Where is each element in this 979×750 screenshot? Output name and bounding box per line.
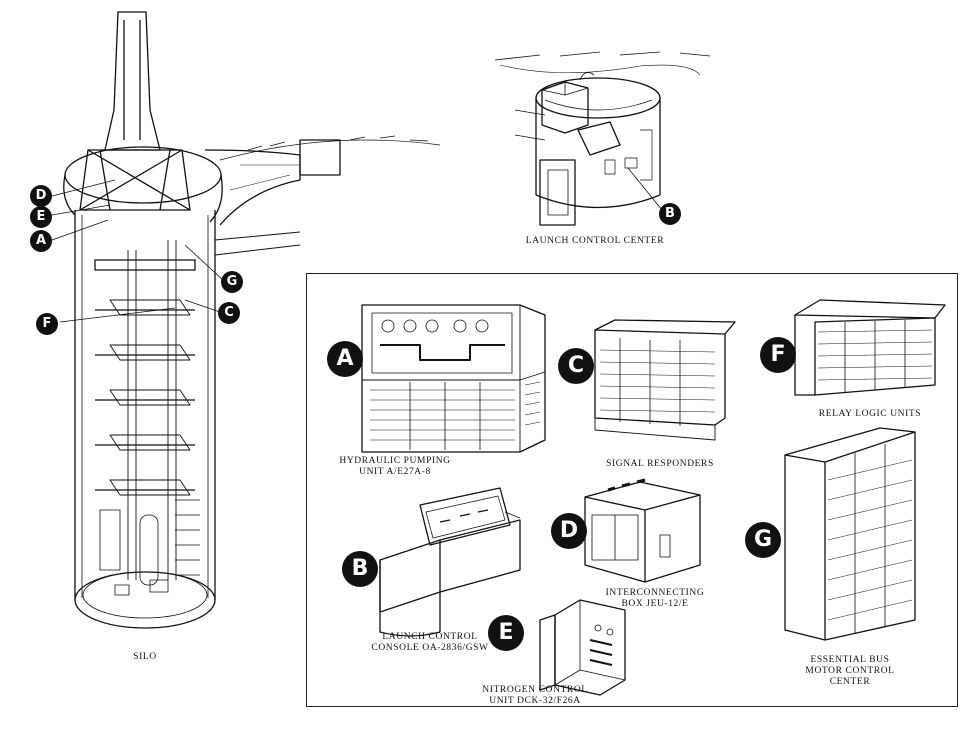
relay-logic-units-drawing [794, 299, 946, 396]
component-d-label-line1: INTERCONNECTING [605, 588, 705, 598]
signal-responders-drawing [594, 319, 736, 441]
component-b-label: LAUNCH CONTROL CONSOLE OA-2836/GSW [355, 632, 505, 654]
callout-d: D [30, 185, 52, 207]
component-b-badge: B [342, 551, 378, 587]
essential-bus-mcc-drawing [784, 427, 916, 641]
silo-drawing [51, 11, 441, 629]
silo-title: SILO [133, 652, 157, 662]
component-e-badge: E [488, 615, 524, 651]
component-d-badge: D [551, 513, 587, 549]
component-e-label: NITROGEN CONTROL UNIT DCK-32/F26A [470, 685, 600, 707]
component-a-label: HYDRAULIC PUMPING UNIT A/E27A-8 [325, 456, 465, 478]
component-a-label-line1: HYDRAULIC PUMPING [339, 456, 451, 466]
callout-f: F [36, 313, 58, 335]
callout-a: A [30, 230, 52, 252]
component-c-label-line1: SIGNAL RESPONDERS [606, 459, 714, 469]
component-c-label: SIGNAL RESPONDERS [590, 459, 730, 470]
component-d-label: INTERCONNECTING BOX JEU-12/E [585, 588, 725, 610]
component-e-label-line1: NITROGEN CONTROL [482, 685, 588, 695]
callout-g: G [221, 271, 243, 293]
component-g-label-line2: MOTOR CONTROL [805, 666, 895, 676]
component-f-badge: F [760, 337, 796, 373]
component-d-label-line2: BOX JEU-12/E [621, 599, 689, 609]
component-g-label-line1: ESSENTIAL BUS [810, 655, 890, 665]
component-b-label-line2: CONSOLE OA-2836/GSW [371, 643, 489, 653]
component-c-badge: C [558, 348, 594, 384]
lcc-title: LAUNCH CONTROL CENTER [525, 236, 665, 246]
components-panel [306, 273, 958, 707]
lcc-drawing [494, 51, 711, 226]
component-a-badge: A [327, 341, 363, 377]
component-a-label-line2: UNIT A/E27A-8 [359, 467, 431, 477]
nitrogen-control-unit-drawing [539, 599, 626, 696]
callout-e: E [30, 206, 52, 228]
lcc-callout-b: B [659, 203, 681, 225]
hydraulic-pumping-unit-drawing [361, 304, 546, 453]
interconnecting-box-drawing [584, 478, 701, 583]
callout-c: C [218, 302, 240, 324]
component-e-label-line2: UNIT DCK-32/F26A [489, 696, 581, 706]
launch-control-console-drawing [379, 487, 521, 637]
component-f-label-line1: RELAY LOGIC UNITS [818, 409, 922, 419]
component-f-label: RELAY LOGIC UNITS [800, 409, 940, 420]
component-g-badge: G [745, 522, 781, 558]
component-b-label-line1: LAUNCH CONTROL [382, 632, 478, 642]
component-g-label: ESSENTIAL BUS MOTOR CONTROL CENTER [785, 655, 915, 688]
component-g-label-line3: CENTER [829, 677, 871, 687]
